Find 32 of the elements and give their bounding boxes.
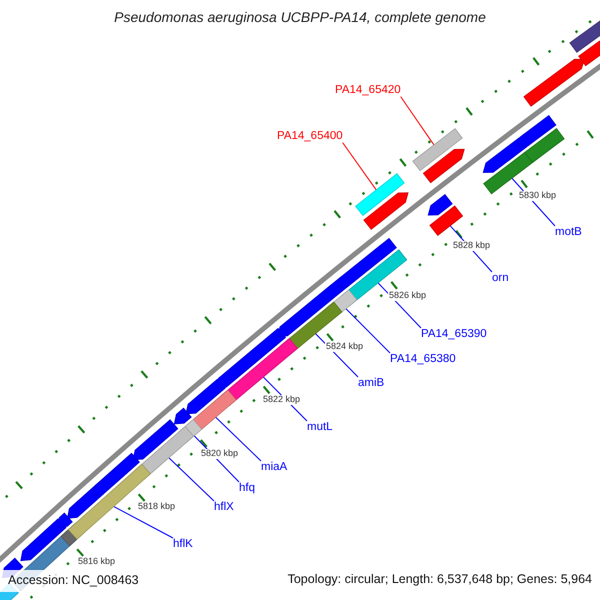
gene-label: mutL — [307, 421, 333, 434]
gene-label: PA14_65420 — [335, 84, 401, 97]
tick-label: 5822 kbp — [262, 395, 302, 405]
tick-label: 5826 kbp — [388, 291, 428, 301]
leader-line — [400, 96, 434, 146]
tick-label: 5816 kbp — [77, 557, 116, 567]
gene-label: motB — [555, 226, 582, 239]
gene-label: hfq — [239, 482, 255, 495]
gene-label: hflK — [173, 538, 193, 551]
gene-label: orn — [492, 272, 509, 285]
leader-line — [346, 308, 390, 354]
gene-label: PA14_65400 — [277, 130, 343, 143]
tick-label: 5820 kbp — [200, 449, 240, 459]
title: Pseudomonas aeruginosa UCBPP-PA14, complete genome — [114, 10, 486, 26]
leader-line — [215, 416, 262, 462]
tick-label: 5830 kbp — [518, 191, 558, 201]
tick-label: 5828 kbp — [452, 241, 492, 251]
tick-label: 5818 kbp — [137, 502, 176, 512]
gene-label: hflX — [214, 501, 234, 514]
gene-label: amiB — [358, 377, 384, 390]
gene-label: PA14_65390 — [421, 328, 487, 341]
footer-text: Topology: circular; Length: 6,537,648 bp; Genes: 5,964 — [288, 573, 592, 587]
gene-label: miaA — [261, 461, 288, 474]
leader-line — [342, 142, 377, 190]
gene-block — [355, 173, 405, 216]
tick-label: 5824 kbp — [325, 342, 364, 352]
gene-label: PA14_65380 — [390, 353, 456, 366]
gene-block — [429, 205, 464, 236]
leader-line — [378, 282, 422, 328]
leader-line — [168, 457, 214, 502]
gene-block — [412, 128, 463, 172]
leader-line — [113, 506, 174, 538]
